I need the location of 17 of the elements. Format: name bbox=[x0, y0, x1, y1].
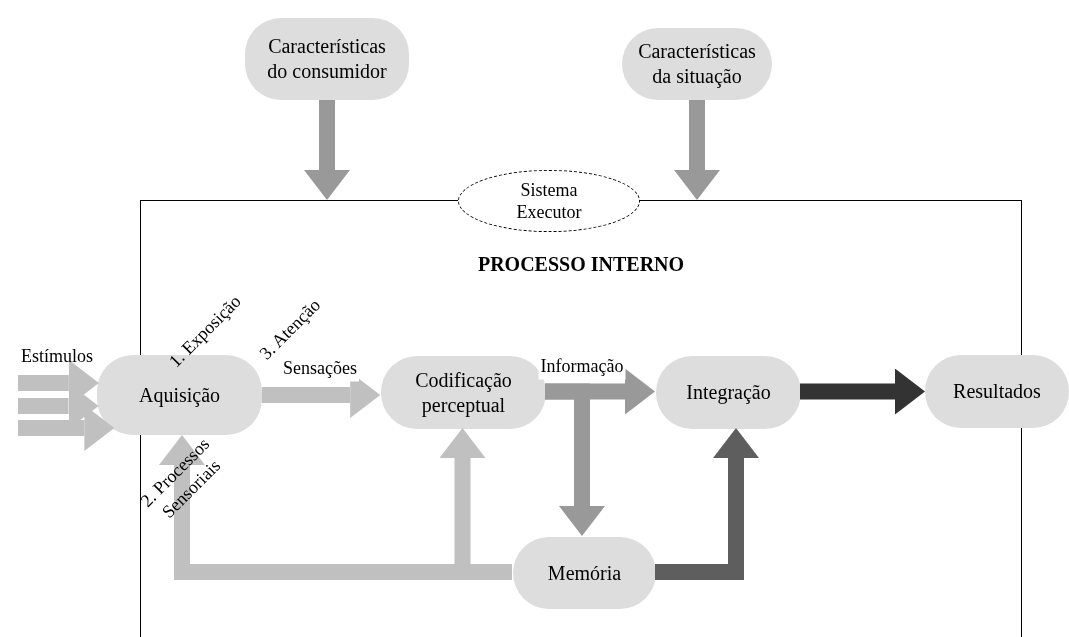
process-pill bbox=[925, 355, 1069, 428]
block-arrow bbox=[304, 100, 350, 200]
node-label: Características do consumidor bbox=[266, 34, 388, 84]
frame-title: PROCESSO INTERNO bbox=[476, 252, 686, 277]
node-label: Sistema Executor bbox=[515, 178, 583, 224]
text-label: Estímulos bbox=[20, 345, 94, 368]
node-label: Resultados bbox=[953, 379, 1041, 404]
node-label: Integração bbox=[686, 380, 771, 405]
block-arrow bbox=[674, 100, 720, 200]
node-label: Aquisição bbox=[138, 382, 221, 408]
node-label: Codificação perceptual bbox=[414, 367, 513, 418]
node-label: Características da situação bbox=[637, 39, 757, 89]
block-arrow bbox=[800, 368, 925, 415]
block-arrow bbox=[655, 428, 759, 580]
node-label: Memória bbox=[547, 560, 622, 586]
block-arrow bbox=[545, 383, 605, 536]
process-pill bbox=[245, 18, 409, 100]
